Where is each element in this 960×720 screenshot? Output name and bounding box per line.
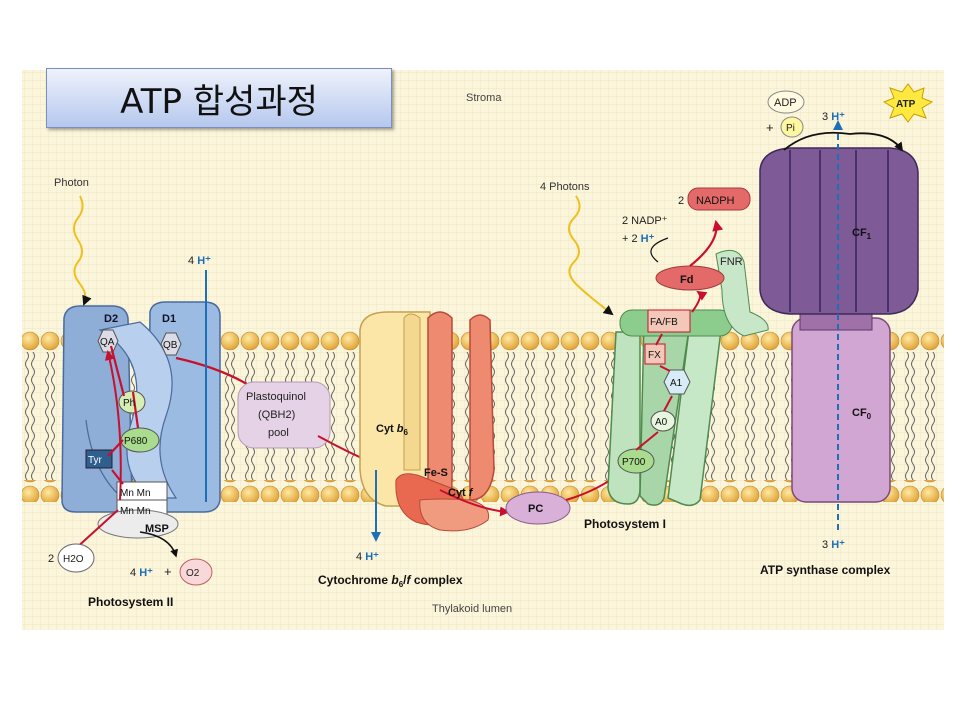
h2o-molecule: [57, 543, 95, 573]
label-nadph: NADPH: [696, 195, 735, 207]
atp-synthase: [759, 83, 934, 530]
label-tyr: Tyr: [88, 455, 103, 466]
pi-bubble: [780, 116, 804, 138]
label-fnr: FNR: [720, 256, 743, 268]
label-msp: MSP: [145, 523, 169, 535]
adp-bubble: [767, 90, 805, 114]
nadph-box: [687, 187, 751, 211]
label-mn-top: Mn Mn: [120, 488, 151, 499]
label-a0: A0: [655, 417, 668, 428]
label-p700: P700: [622, 457, 646, 468]
label-h2o: H2O: [63, 554, 84, 565]
label-cytochrome-complex: Cytochrome b6/f complex: [318, 573, 463, 589]
label-photon: Photon: [54, 177, 89, 189]
label-fafb: FA/FB: [650, 317, 678, 328]
photosystem-i: [568, 195, 769, 507]
label-qa: QA: [100, 337, 115, 348]
label-fx: FX: [648, 350, 661, 361]
label-a1: A1: [670, 378, 683, 389]
cytochrome-b6f-complex: [359, 311, 510, 542]
label-d1: D1: [162, 313, 176, 325]
label-h4-cyt-lumen: 4 H⁺: [356, 551, 379, 563]
label-pi: Pi: [786, 123, 795, 134]
title-box: ATP 합성과정: [46, 68, 392, 128]
label-photosystem-ii: Photosystem II: [88, 595, 173, 609]
label-nadp: 2 NADP⁺: [622, 215, 668, 227]
label-pq3: pool: [268, 427, 289, 439]
label-plus-2h: + 2 H⁺: [622, 233, 655, 245]
label-d2: D2: [104, 313, 118, 325]
label-pq1: Plastoquinol: [246, 391, 306, 403]
label-pq2: (QBH2): [258, 409, 295, 421]
label-plus-pi: +: [766, 120, 774, 135]
photosystem-ii: [61, 195, 262, 558]
label-fd: Fd: [680, 274, 693, 286]
label-p680: P680: [124, 436, 148, 447]
label-adp: ADP: [774, 97, 797, 109]
label-atp-synthase: ATP synthase complex: [760, 563, 891, 577]
label-h3-bottom: 3 H⁺: [822, 539, 845, 551]
label-nadph-coef: 2: [678, 195, 684, 207]
label-fes: Fe-S: [424, 467, 448, 479]
plastocyanin: [505, 491, 571, 525]
label-mn-bottom: Mn Mn: [120, 506, 151, 517]
label-cytb6: Cyt b6: [376, 423, 409, 437]
label-atp: ATP: [896, 99, 916, 110]
label-h4-ps2-stroma: 4 H⁺: [188, 255, 211, 267]
label-h4-ps2-lumen: 4 H⁺: [130, 567, 153, 579]
label-4-photons: 4 Photons: [540, 181, 590, 193]
label-h2o-coef: 2: [48, 553, 54, 565]
label-h3-top: 3 H⁺: [822, 111, 845, 123]
label-qb: QB: [163, 340, 178, 351]
label-stroma: Stroma: [466, 92, 502, 104]
o2-molecule: [179, 558, 213, 586]
label-pc: PC: [528, 503, 543, 515]
plastoquinol-pool: [237, 381, 331, 449]
label-o2: O2: [186, 568, 200, 579]
page-title: ATP 합성과정: [120, 81, 318, 122]
label-ph: Ph: [123, 398, 135, 409]
label-lumen: Thylakoid lumen: [432, 603, 512, 615]
label-cytf: Cyt f: [448, 487, 474, 499]
label-photosystem-i: Photosystem I: [584, 517, 666, 531]
label-plus-o2: +: [164, 564, 172, 579]
